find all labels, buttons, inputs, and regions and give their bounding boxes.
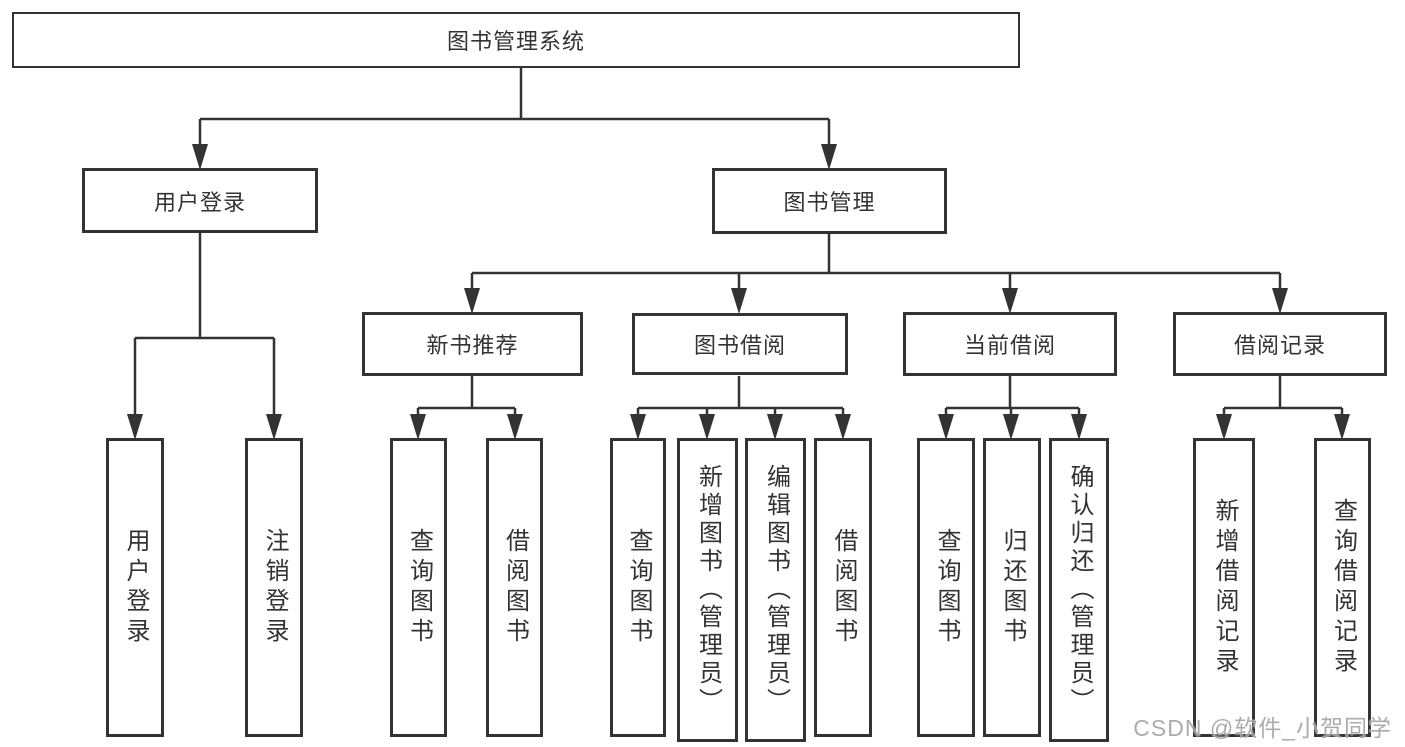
connector-new-book-rec (410, 376, 523, 440)
node-user-login: 用户登录 (82, 168, 318, 233)
node-new-book-rec: 新书推荐 (362, 312, 583, 376)
connector-current-borrow (938, 376, 1087, 440)
node-label: 用户登录 (153, 189, 246, 215)
arrowhead-icon (1272, 288, 1288, 314)
node-current-borrow: 当前借阅 (903, 312, 1117, 376)
leaf-query-book-3: 查询图书 (917, 438, 975, 737)
node-root: 图书管理系统 (12, 12, 1020, 68)
node-label: 图书管理系统 (446, 29, 585, 54)
leaf-add-borrow-record: 新增借阅记录 (1193, 438, 1255, 737)
leaf-query-book-1: 查询图书 (390, 438, 447, 737)
connector-book-mgmt (464, 234, 1288, 314)
node-label: 新书推荐 (426, 333, 519, 358)
node-book-borrow: 图书借阅 (632, 313, 848, 375)
connector-book-borrow (630, 376, 851, 440)
node-label: 借阅记录 (1233, 333, 1326, 358)
node-label: 借阅图书 (501, 527, 529, 648)
node-label: 新增图书（管理员） (694, 464, 722, 716)
arrowhead-icon (699, 414, 715, 440)
arrowhead-icon (767, 414, 783, 440)
leaf-add-book: 新增图书（管理员） (677, 438, 738, 742)
node-label: 借阅图书 (830, 527, 857, 648)
node-book-mgmt: 图书管理 (712, 168, 947, 234)
leaf-return-book: 归还图书 (983, 438, 1041, 737)
connector-root (192, 68, 837, 170)
node-borrow-record: 借阅记录 (1173, 312, 1387, 376)
arrowhead-icon (192, 144, 208, 170)
arrowhead-icon (630, 414, 646, 440)
arrowhead-icon (1334, 414, 1350, 440)
node-label: 当前借阅 (963, 333, 1056, 358)
node-label: 图书管理 (783, 190, 876, 215)
arrowhead-icon (127, 414, 143, 440)
leaf-logout: 注销登录 (245, 438, 303, 737)
node-label: 新增借阅记录 (1211, 497, 1238, 678)
arrowhead-icon (507, 414, 523, 440)
node-label: 归还图书 (999, 527, 1026, 648)
node-label: 确认归还（管理员） (1066, 464, 1093, 716)
node-label: 注销登录 (261, 527, 288, 648)
arrowhead-icon (1216, 414, 1232, 440)
leaf-query-book-2: 查询图书 (610, 438, 666, 737)
node-label: 图书借阅 (693, 333, 786, 358)
arrowhead-icon (731, 288, 747, 314)
connector-user-login (127, 233, 282, 440)
node-label: 用户登录 (122, 527, 149, 648)
arrowhead-icon (821, 144, 837, 170)
leaf-user-login: 用户登录 (106, 438, 164, 737)
connector-borrow-record (1216, 376, 1350, 440)
arrowhead-icon (938, 414, 954, 440)
node-label: 查询借阅记录 (1329, 497, 1357, 678)
arrowhead-icon (266, 414, 282, 440)
leaf-borrow-book-2: 借阅图书 (814, 438, 872, 737)
arrowhead-icon (410, 414, 426, 440)
node-label: 编辑图书（管理员） (762, 464, 790, 716)
arrowhead-icon (1071, 414, 1087, 440)
leaf-edit-book: 编辑图书（管理员） (745, 438, 806, 742)
arrowhead-icon (1003, 414, 1019, 440)
leaf-confirm-return: 确认归还（管理员） (1049, 438, 1109, 742)
csdn-watermark: CSDN @软件_小贺同学 (1133, 715, 1392, 741)
arrowhead-icon (835, 414, 851, 440)
node-label: 查询图书 (933, 527, 960, 648)
arrowhead-icon (1002, 288, 1018, 314)
arrowhead-icon (464, 288, 480, 314)
leaf-borrow-book-1: 借阅图书 (486, 438, 543, 737)
leaf-query-borrow-record: 查询借阅记录 (1314, 438, 1371, 737)
node-label: 查询图书 (625, 527, 652, 648)
node-label: 查询图书 (405, 527, 433, 648)
